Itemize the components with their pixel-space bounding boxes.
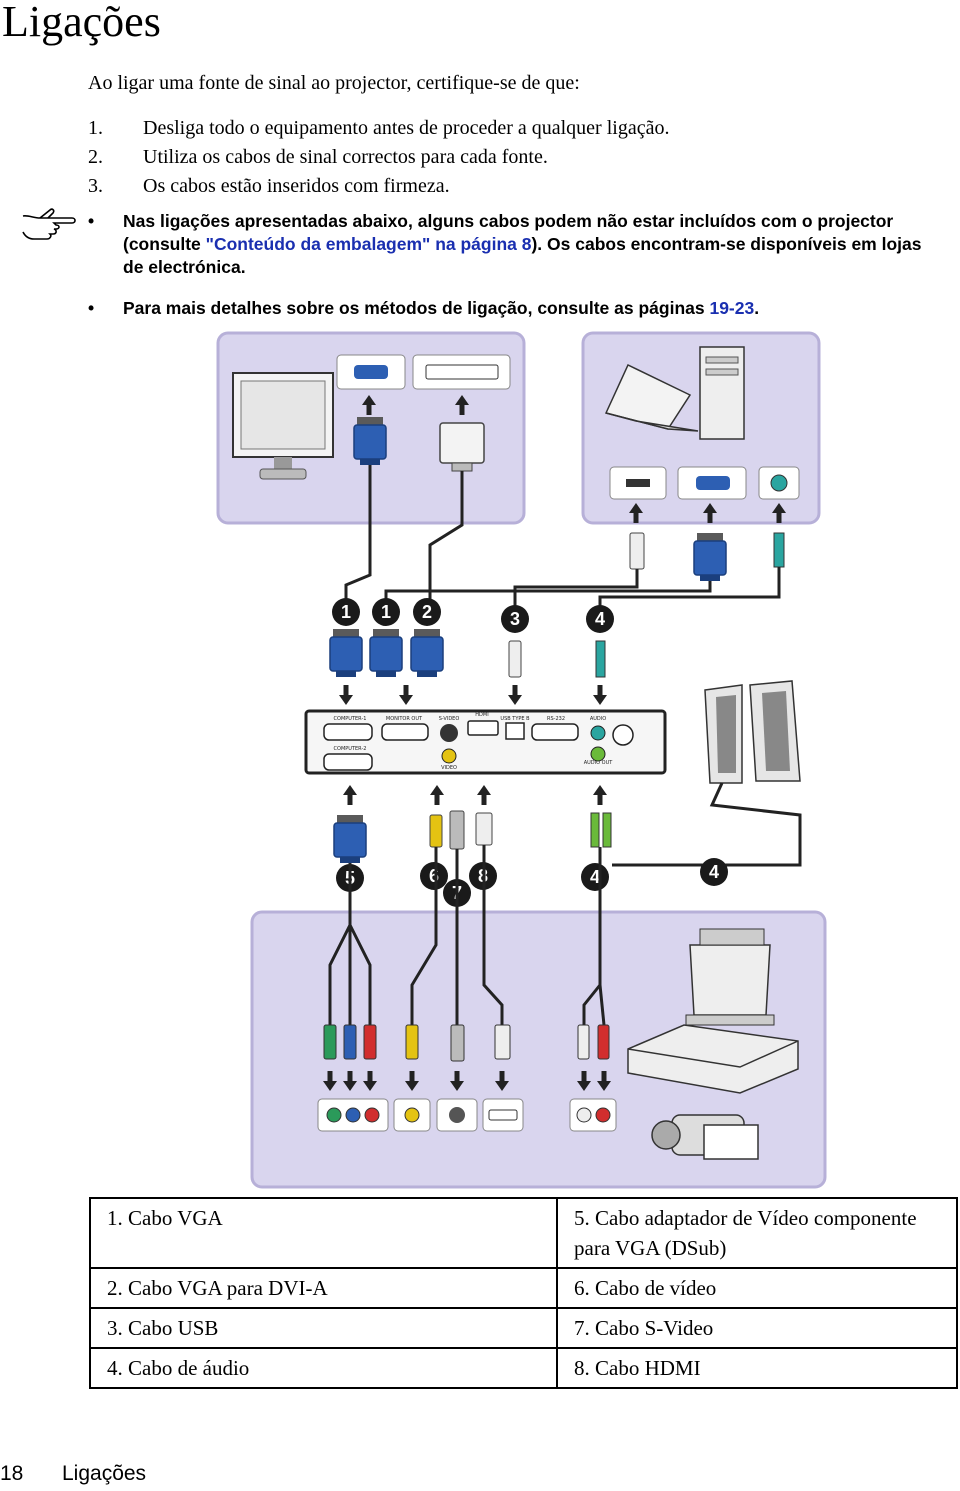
audio-plug-icon — [602, 812, 612, 848]
audio-plug-white — [577, 1024, 590, 1060]
step-item: 1.Desliga todo o equipamento antes de pr… — [88, 117, 670, 139]
step-item: 3.Os cabos estão inseridos com firmeza. — [88, 175, 450, 197]
legend-cell: 5. Cabo adaptador de Vídeo componente pa… — [556, 1197, 958, 1269]
legend-cell: 7. Cabo S-Video — [556, 1307, 958, 1349]
note-item: • Para mais detalhes sobre os métodos de… — [88, 298, 760, 318]
svg-text:6: 6 — [429, 866, 439, 886]
legend-cell: 8. Cabo HDMI — [556, 1347, 958, 1389]
dvd-player-icon — [685, 928, 775, 1026]
cable-legend-table: 1. Cabo VGA 5. Cabo adaptador de Vídeo c… — [89, 1197, 958, 1389]
hdmi-plug-icon — [475, 812, 493, 846]
svg-text:USB TYPE B: USB TYPE B — [500, 716, 530, 722]
svg-text:AUDIO OUT: AUDIO OUT — [584, 760, 614, 766]
legend-cell: 2. Cabo VGA para DVI-A — [89, 1267, 558, 1309]
table-row: 2. Cabo VGA para DVI-A 6. Cabo de vídeo — [89, 1267, 958, 1309]
notes-list: • Nas ligações apresentadas abaixo, algu… — [88, 210, 928, 338]
cables-bottom — [328, 845, 606, 1026]
svg-text:MONITOR OUT: MONITOR OUT — [386, 716, 423, 722]
monitor-icon — [232, 372, 334, 480]
audio-ports-icon — [569, 1098, 617, 1132]
svg-text:HDMI: HDMI — [475, 712, 488, 718]
svg-text:3: 3 — [510, 609, 520, 629]
speakers-icon — [704, 680, 801, 784]
legend-cell: 1. Cabo VGA — [89, 1197, 558, 1269]
dvi-plug-icon — [439, 422, 485, 472]
steps-list: 1.Desliga todo o equipamento antes de pr… — [88, 114, 669, 201]
component-plug-green — [323, 1024, 337, 1060]
svg-text:4: 4 — [590, 867, 600, 887]
svideo-plug-icon — [450, 1024, 465, 1062]
usb-plug-icon — [508, 640, 522, 678]
svg-text:AUDIO: AUDIO — [590, 716, 606, 722]
projector-panel: COMPUTER-1 MONITOR OUT S-VIDEO HDMI USB … — [304, 709, 667, 775]
audio-plug-icon — [590, 812, 600, 848]
svg-text:4: 4 — [709, 862, 719, 882]
speaker-cable — [612, 782, 802, 867]
av-receiver-icon — [627, 1024, 799, 1094]
svg-text:RS-232: RS-232 — [547, 716, 565, 722]
legend-cell: 6. Cabo de vídeo — [556, 1267, 958, 1309]
svg-text:COMPUTER-1: COMPUTER-1 — [334, 716, 367, 722]
note-item: • Nas ligações apresentadas abaixo, algu… — [88, 211, 922, 277]
component-plug-red — [363, 1024, 377, 1060]
svg-text:VIDEO: VIDEO — [441, 765, 457, 771]
svg-text:1: 1 — [381, 602, 391, 622]
laptop-icon — [604, 363, 699, 432]
svg-text:2: 2 — [422, 602, 432, 622]
audio-plug-icon — [595, 640, 606, 678]
table-row: 3. Cabo USB 7. Cabo S-Video — [89, 1307, 958, 1349]
hdmi-plug-icon — [494, 1024, 511, 1060]
legend-cell: 4. Cabo de áudio — [89, 1347, 558, 1389]
page-title: Ligações — [2, 0, 161, 46]
table-row: 4. Cabo de áudio 8. Cabo HDMI — [89, 1347, 958, 1389]
video-plug-icon — [429, 814, 443, 848]
audio-plug-red — [597, 1024, 610, 1060]
footer-section: Ligações — [62, 1462, 147, 1485]
step-item: 2.Utiliza os cabos de sinal correctos pa… — [88, 146, 548, 168]
connection-diagram: 1 1 2 3 4 COMPUTER-1 MONITOR OUT S-VIDEO… — [216, 331, 827, 1189]
table-row: 1. Cabo VGA 5. Cabo adaptador de Vídeo c… — [89, 1197, 958, 1269]
component-plug-blue — [343, 1024, 357, 1060]
svg-text:4: 4 — [595, 609, 605, 629]
page-number: 18 — [0, 1462, 24, 1485]
camcorder-icon — [651, 1114, 759, 1160]
link-package-contents[interactable]: "Conteúdo da embalagem" na página 8 — [205, 234, 532, 254]
svideo-plug-icon — [449, 810, 465, 850]
marker-row-1: 1 1 2 3 4 — [332, 598, 614, 633]
svg-text:S-VIDEO: S-VIDEO — [439, 716, 460, 722]
note-hand-icon — [22, 208, 76, 240]
desktop-computer-icon — [699, 346, 745, 440]
svg-text:COMPUTER-2: COMPUTER-2 — [334, 746, 367, 752]
page-footer: 18 Ligações — [0, 1462, 146, 1486]
legend-cell: 3. Cabo USB — [89, 1307, 558, 1349]
video-plug-icon — [405, 1024, 419, 1060]
audio-plug-icon — [773, 532, 785, 568]
svg-text:1: 1 — [341, 602, 351, 622]
usb-plug-icon — [629, 532, 645, 570]
link-pages[interactable]: 19-23 — [709, 298, 755, 318]
intro-text: Ao ligar uma fonte de sinal ao projector… — [88, 72, 580, 94]
